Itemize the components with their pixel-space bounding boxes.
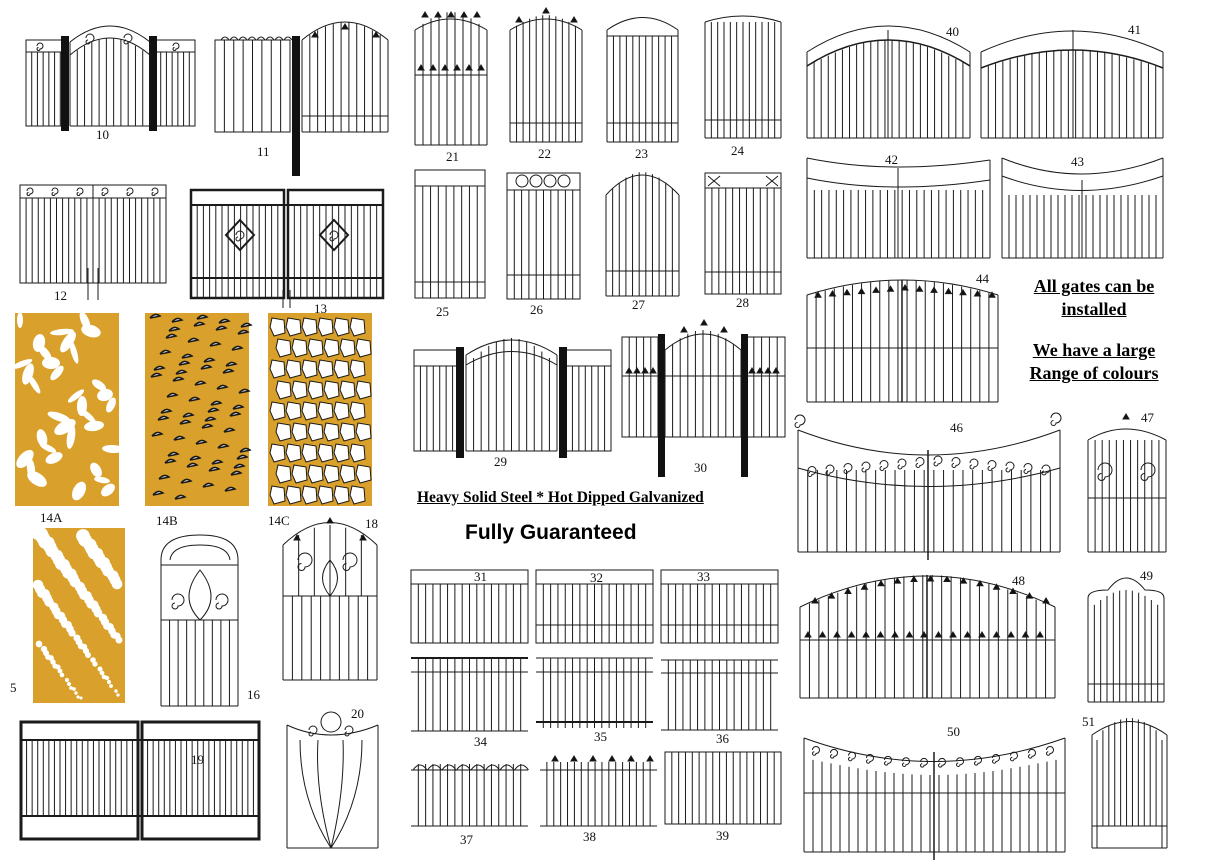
gate-44	[806, 279, 999, 403]
gate-31	[410, 569, 529, 644]
gate-30	[621, 319, 786, 477]
gate-10	[25, 25, 196, 131]
gate-label-49: 49	[1140, 568, 1153, 583]
installation-note: All gates can be installed	[1008, 275, 1180, 321]
gate-38	[540, 755, 657, 827]
installation-note-line-1: All gates can be	[1033, 276, 1155, 296]
gate-11	[214, 21, 389, 176]
gate-14b	[145, 313, 253, 506]
gate-41	[980, 30, 1164, 139]
guarantee-heading: Fully Guaranteed	[465, 521, 637, 544]
gate-label-44: 44	[976, 271, 989, 286]
gate-43	[1001, 157, 1164, 259]
colours-note-line-1: We have a large	[1032, 340, 1156, 360]
gate-42	[806, 157, 991, 259]
gate-label-14a: 14A	[40, 510, 63, 525]
gate-label-20: 20	[351, 706, 364, 721]
gate-label-23: 23	[635, 146, 648, 161]
gate-51	[1091, 718, 1168, 849]
gate-label-10: 10	[96, 127, 109, 142]
gate-37	[411, 764, 529, 827]
gate-label-24: 24	[731, 143, 744, 158]
gate-label-27: 27	[632, 297, 645, 312]
gate-label-16: 16	[247, 687, 260, 702]
gate-label-21: 21	[446, 149, 459, 164]
gate-49	[1087, 577, 1165, 703]
gate-label-31: 31	[474, 569, 487, 584]
gate-12	[19, 184, 167, 300]
gate-50	[803, 737, 1066, 860]
gate-label-28: 28	[736, 295, 749, 310]
gate-label-42: 42	[885, 152, 898, 167]
gate-label-41: 41	[1128, 22, 1141, 37]
gate-label-36: 36	[716, 731, 729, 746]
gate-label-5: 5	[10, 680, 17, 695]
gate-label-22: 22	[538, 146, 551, 161]
gate-23	[606, 17, 679, 143]
gate-13	[189, 188, 385, 308]
gate-label-19: 19	[191, 752, 204, 767]
gate-26	[506, 172, 581, 300]
gate-14a	[11, 311, 124, 506]
colours-note-line-2: Range of colours	[1029, 363, 1159, 383]
gate-label-12: 12	[54, 288, 67, 303]
gate-label-38: 38	[583, 829, 596, 844]
gate-19	[19, 720, 261, 841]
gate-47	[1087, 413, 1167, 553]
gate-25	[414, 169, 486, 299]
gate-label-47: 47	[1141, 410, 1154, 425]
gate-label-51: 51	[1082, 714, 1095, 729]
gate-label-14c: 14C	[268, 513, 290, 528]
gate-label-29: 29	[494, 454, 507, 469]
gate-label-37: 37	[460, 832, 473, 847]
gate-14c	[268, 313, 372, 506]
gate-label-25: 25	[436, 304, 449, 319]
gate-16	[160, 534, 239, 707]
gate-label-18: 18	[365, 516, 378, 531]
colours-note: We have a large Range of colours	[1008, 339, 1180, 385]
gate-label-46: 46	[950, 420, 963, 435]
gate-18	[282, 517, 378, 681]
gate-20	[286, 711, 379, 849]
installation-note-line-2: installed	[1061, 299, 1127, 319]
gate-label-50: 50	[947, 724, 960, 739]
gate-label-43: 43	[1071, 154, 1084, 169]
gate-39	[664, 751, 782, 825]
gate-label-14b: 14B	[156, 513, 178, 528]
gate-34	[411, 657, 528, 732]
gate-label-35: 35	[594, 729, 607, 744]
gate-33	[660, 569, 779, 644]
gate-label-33: 33	[697, 569, 710, 584]
gate-46	[794, 412, 1062, 560]
gate-label-40: 40	[946, 24, 959, 39]
gate-28	[704, 172, 782, 295]
gate-48	[799, 575, 1056, 699]
gate-21	[414, 11, 488, 146]
features-banner: Heavy Solid Steel * Hot Dipped Galvanize…	[417, 489, 704, 506]
gate-label-11: 11	[257, 144, 270, 159]
gate-35	[536, 657, 653, 728]
gate-27	[605, 172, 680, 297]
gate-label-48: 48	[1012, 573, 1025, 588]
gate-label-34: 34	[474, 734, 487, 749]
gate-32	[535, 569, 654, 644]
gate-5	[31, 526, 125, 703]
gate-40	[806, 25, 971, 139]
gate-label-39: 39	[716, 828, 729, 843]
gate-24	[704, 15, 782, 139]
gate-label-32: 32	[590, 570, 603, 585]
gate-36	[661, 659, 778, 731]
gate-label-13: 13	[314, 301, 327, 316]
gate-label-30: 30	[694, 460, 707, 475]
gate-label-26: 26	[530, 302, 543, 317]
gate-29	[413, 338, 612, 458]
gate-22	[509, 7, 583, 143]
